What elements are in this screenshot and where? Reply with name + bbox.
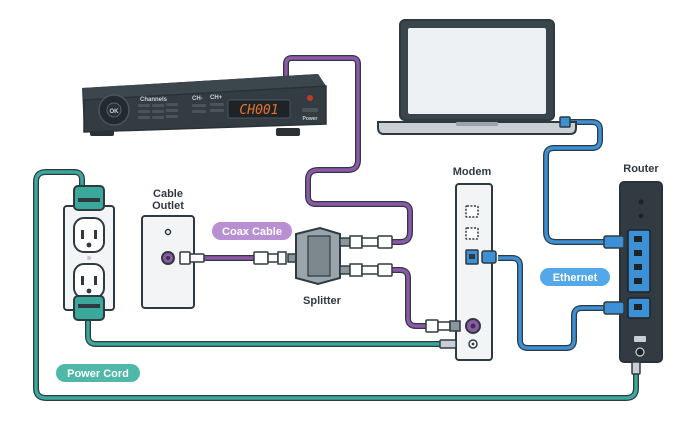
- cable-box-ch-minus-label: CH-: [192, 96, 203, 102]
- cable-outlet-label-line2: Outlet: [152, 200, 184, 212]
- router-power-plug: [631, 361, 641, 375]
- cable-box-ch-plus-label: CH+: [210, 95, 223, 101]
- coax-cable-badge: Coax Cable: [212, 222, 292, 240]
- router-label: Router: [623, 163, 659, 175]
- coax-cable-label: Coax Cable: [222, 226, 282, 238]
- router-ethernet-plug-laptop: [603, 235, 625, 249]
- power-cord-badge: Power Cord: [56, 364, 140, 382]
- cable-box-ok-label: OK: [110, 109, 120, 115]
- modem-ethernet-plug: [481, 250, 497, 264]
- cable-box-power-label: Power: [302, 116, 317, 122]
- cable-outlet-label-line1: Cable: [153, 188, 183, 200]
- power-outlet-to-modem: [85, 320, 440, 347]
- splitter-icon: [253, 226, 393, 286]
- router-icon: [619, 181, 663, 363]
- wall-outlet-icon: [63, 205, 115, 311]
- modem-icon: [455, 183, 493, 361]
- ethernet-label: Ethernet: [553, 272, 598, 284]
- modem-power-plug: [439, 339, 457, 349]
- splitter-label: Splitter: [303, 295, 342, 307]
- router-ethernet-plug-modem: [603, 301, 625, 315]
- coax-connector-modem: [425, 319, 461, 333]
- coax-splitter-to-modem: [392, 267, 432, 329]
- laptop-icon: [377, 19, 577, 135]
- cable-box-display: CH001: [239, 103, 278, 118]
- ethernet-laptop-to-router: [543, 119, 607, 245]
- power-plug-top: [73, 185, 105, 211]
- power-cord-label: Power Cord: [67, 368, 129, 380]
- laptop-ethernet-plug: [559, 116, 571, 128]
- cable-box-channels-label: Channels: [140, 97, 168, 103]
- coax-connector-outlet: [179, 251, 205, 265]
- cable-box-icon: OK Channels CH- CH+ CH001 Power: [82, 74, 327, 136]
- power-plug-bottom: [73, 295, 105, 321]
- ethernet-badge: Ethernet: [540, 268, 610, 286]
- modem-label: Modem: [453, 166, 492, 178]
